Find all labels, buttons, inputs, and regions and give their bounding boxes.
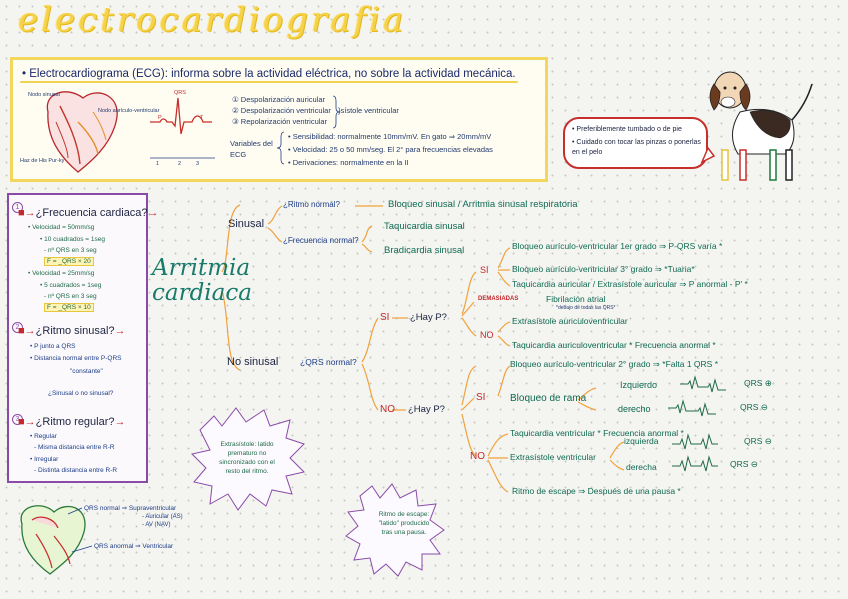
rama-izquierdo: Izquierdo [620, 380, 658, 390]
node-frecuencia-normal: ¿Frecuencia normal? [283, 236, 359, 245]
result-bloqueo-sinusal: Bloqueo sinusal / Arritmia sinusal respi… [388, 199, 578, 210]
result-bradicardia-sinusal: Bradicardia sinusal [384, 245, 465, 256]
node-p-si: SI [480, 265, 489, 275]
variable-sensibilidad: • Sensibilidad: normalmente 10mm/mV. En … [288, 132, 492, 141]
formula-10: F = _QRS × 10 [44, 303, 94, 312]
node-p2-no: NO [470, 451, 485, 462]
question-ritmo-sinusal: ■→¿Ritmo sinusal?→ [18, 325, 126, 337]
phase-1: ① Despolarización auricular [232, 95, 326, 104]
bottom-aur: - Auricular (AS) [142, 514, 183, 520]
q2-item-3: "constante" [70, 368, 103, 375]
result-fibrilacion: Fibrilación atrial [546, 294, 606, 304]
q1-item-7: - nº QRS en 3 seg [44, 293, 97, 300]
result-extrasistole-ventricular: Extrasístole ventricular [510, 452, 596, 462]
phases-note: }sístole ventricular [338, 106, 399, 115]
variable-velocidad: • Velocidad: 25 o 50 mm/seg. El 2° para … [288, 145, 493, 154]
wave-label-qrs: QRS [174, 90, 186, 96]
node-p-demasiadas: DEMASIADAS [478, 296, 519, 302]
result-extrasistole-av: Extrasístole auriculoventricular [512, 316, 628, 326]
label-nodo-sinusal: Nodo sinusal [28, 92, 60, 98]
node-ritmo-normal: ¿Ritmo normal? [283, 200, 340, 209]
wave-label-p: P [158, 115, 162, 121]
node-qrs-normal: ¿QRS normal? [300, 357, 357, 367]
phase-3: ③ Repolarización ventricular [232, 117, 328, 126]
node-hay-p-top: ¿Hay P? [410, 312, 447, 323]
question-ritmo-sinusal-text: ¿Ritmo sinusal? [35, 325, 115, 337]
wave-num-1: 1 [156, 161, 160, 167]
node-qrs-no: NO [380, 404, 395, 415]
node-no-sinusal: No sinusal [227, 356, 279, 368]
wave-num-2: 2 [178, 161, 182, 167]
node-qrs-si: SI [380, 312, 390, 323]
q2-item-2: • Distancia normal entre P-QRS [30, 355, 122, 362]
result-bloqueo-rama: Bloqueo de rama [510, 393, 587, 404]
q1-item-1: • Velocidad = 50mm/sg [28, 224, 95, 231]
result-taquicardia-sinusal: Taquicardia sinusal [384, 221, 465, 232]
wave-num-3: 3 [196, 161, 200, 167]
q1-item-6: • 5 cuadrados = 1seg [40, 282, 102, 289]
result-ritmo-escape: Ritmo de escape ⇒ Después de una pausa * [512, 486, 681, 496]
questions-box [7, 193, 148, 483]
question-frecuencia-text: ¿Frecuencia cardiaca? [35, 207, 148, 219]
bottom-av: - AV (NAV) [142, 522, 171, 528]
formula-20: F = _QRS × 20 [44, 257, 94, 266]
speech-item-2: • Cuidado con tocar las pinzas o ponerla… [572, 139, 701, 156]
bottom-qrs-anormal: QRS anormal ⇒ Ventricular [94, 543, 174, 550]
node-p-no: NO [480, 330, 494, 340]
result-taquicardia-av: Taquicardia auriculoventricular * Frecue… [512, 340, 716, 350]
q2-item-4: ¿Sinusal o no sinusal? [48, 390, 114, 397]
speech-bubble [563, 117, 708, 169]
num-3: 3 [12, 414, 23, 425]
q3-item-3: • Irregular [30, 456, 59, 463]
rama-izq-qrs: QRS ⊕ [744, 378, 772, 388]
rama-derecho: derecho [618, 404, 651, 414]
phase-2: ② Despolarización ventricular [232, 106, 331, 115]
variable-derivaciones: • Derivaciones: normalmente en la II [288, 158, 409, 167]
variables-label: Variables del ECG [230, 139, 273, 159]
result-taquicardia-auricular: Taquicardia auricular / Extrasístole aur… [512, 279, 748, 289]
fibrilacion-note: *debajo de todas las QRS* [556, 305, 616, 311]
speech-item-1: • Preferiblemente tumbado o de pie [572, 126, 682, 133]
num-2: 2 [12, 322, 23, 333]
q3-item-1: • Regular [30, 433, 57, 440]
question-frecuencia: ■→¿Frecuencia cardiaca?→ [18, 207, 159, 219]
result-taquicardia-ventricular: Taquicardia ventricular * Frecuencia ano… [510, 428, 684, 438]
extra-izquierda: izquierda [624, 436, 659, 446]
question-ritmo-regular-text: ¿Ritmo regular? [35, 416, 115, 428]
rama-der-qrs: QRS ⊖ [740, 402, 768, 412]
num-1: 1 [12, 202, 23, 213]
bubble-escape: Ritmo de escape: "latido" producido tras… [378, 511, 430, 536]
node-hay-p-bottom: ¿Hay P? [408, 404, 445, 415]
bottom-qrs-normal: QRS normal ⇒ Supraventricular [84, 505, 177, 512]
q2-item-1: • P junto a QRS [30, 343, 76, 350]
extra-der-qrs: QRS ⊖ [730, 459, 758, 469]
page-title: electrocardiografia [18, 0, 407, 40]
result-bloqueo-av-2: Bloqueo aurículo-ventricular 2° grado ⇒ … [510, 359, 719, 369]
q1-item-5: • Velocidad = 25mm/sg [28, 270, 95, 277]
q1-item-2: • 10 cuadrados = 1seg [40, 236, 105, 243]
extra-izq-qrs: QRS ⊖ [744, 436, 772, 446]
result-bloqueo-av-3: Bloqueo aurículo-ventricular 3° grado ⇒ … [512, 264, 695, 274]
wave-label-t: T [200, 115, 204, 121]
node-sinusal: Sinusal [228, 218, 265, 230]
intro-heading: • Electrocardiograma (ECG): informa sobr… [20, 68, 518, 83]
bubble-extrasistole: Extrasístole: latido prematuro no sincro… [219, 441, 275, 475]
q3-item-4: - Distinta distancia entre R-R [34, 467, 118, 474]
label-haz-his: Haz de His Pur-ky [20, 158, 65, 164]
label-nodo-av: Nodo aurículo-ventricular [98, 108, 160, 114]
extra-derecha: derecha [626, 462, 657, 472]
q1-item-3: - nº QRS en 3 seg [44, 247, 97, 254]
question-ritmo-regular: ■→¿Ritmo regular?→ [18, 416, 126, 428]
q3-item-2: - Misma distancia entre R-R [34, 444, 115, 451]
result-bloqueo-av-1: Bloqueo aurículo-ventricular 1er grado ⇒… [512, 241, 723, 251]
node-p2-si: SI [476, 392, 486, 403]
